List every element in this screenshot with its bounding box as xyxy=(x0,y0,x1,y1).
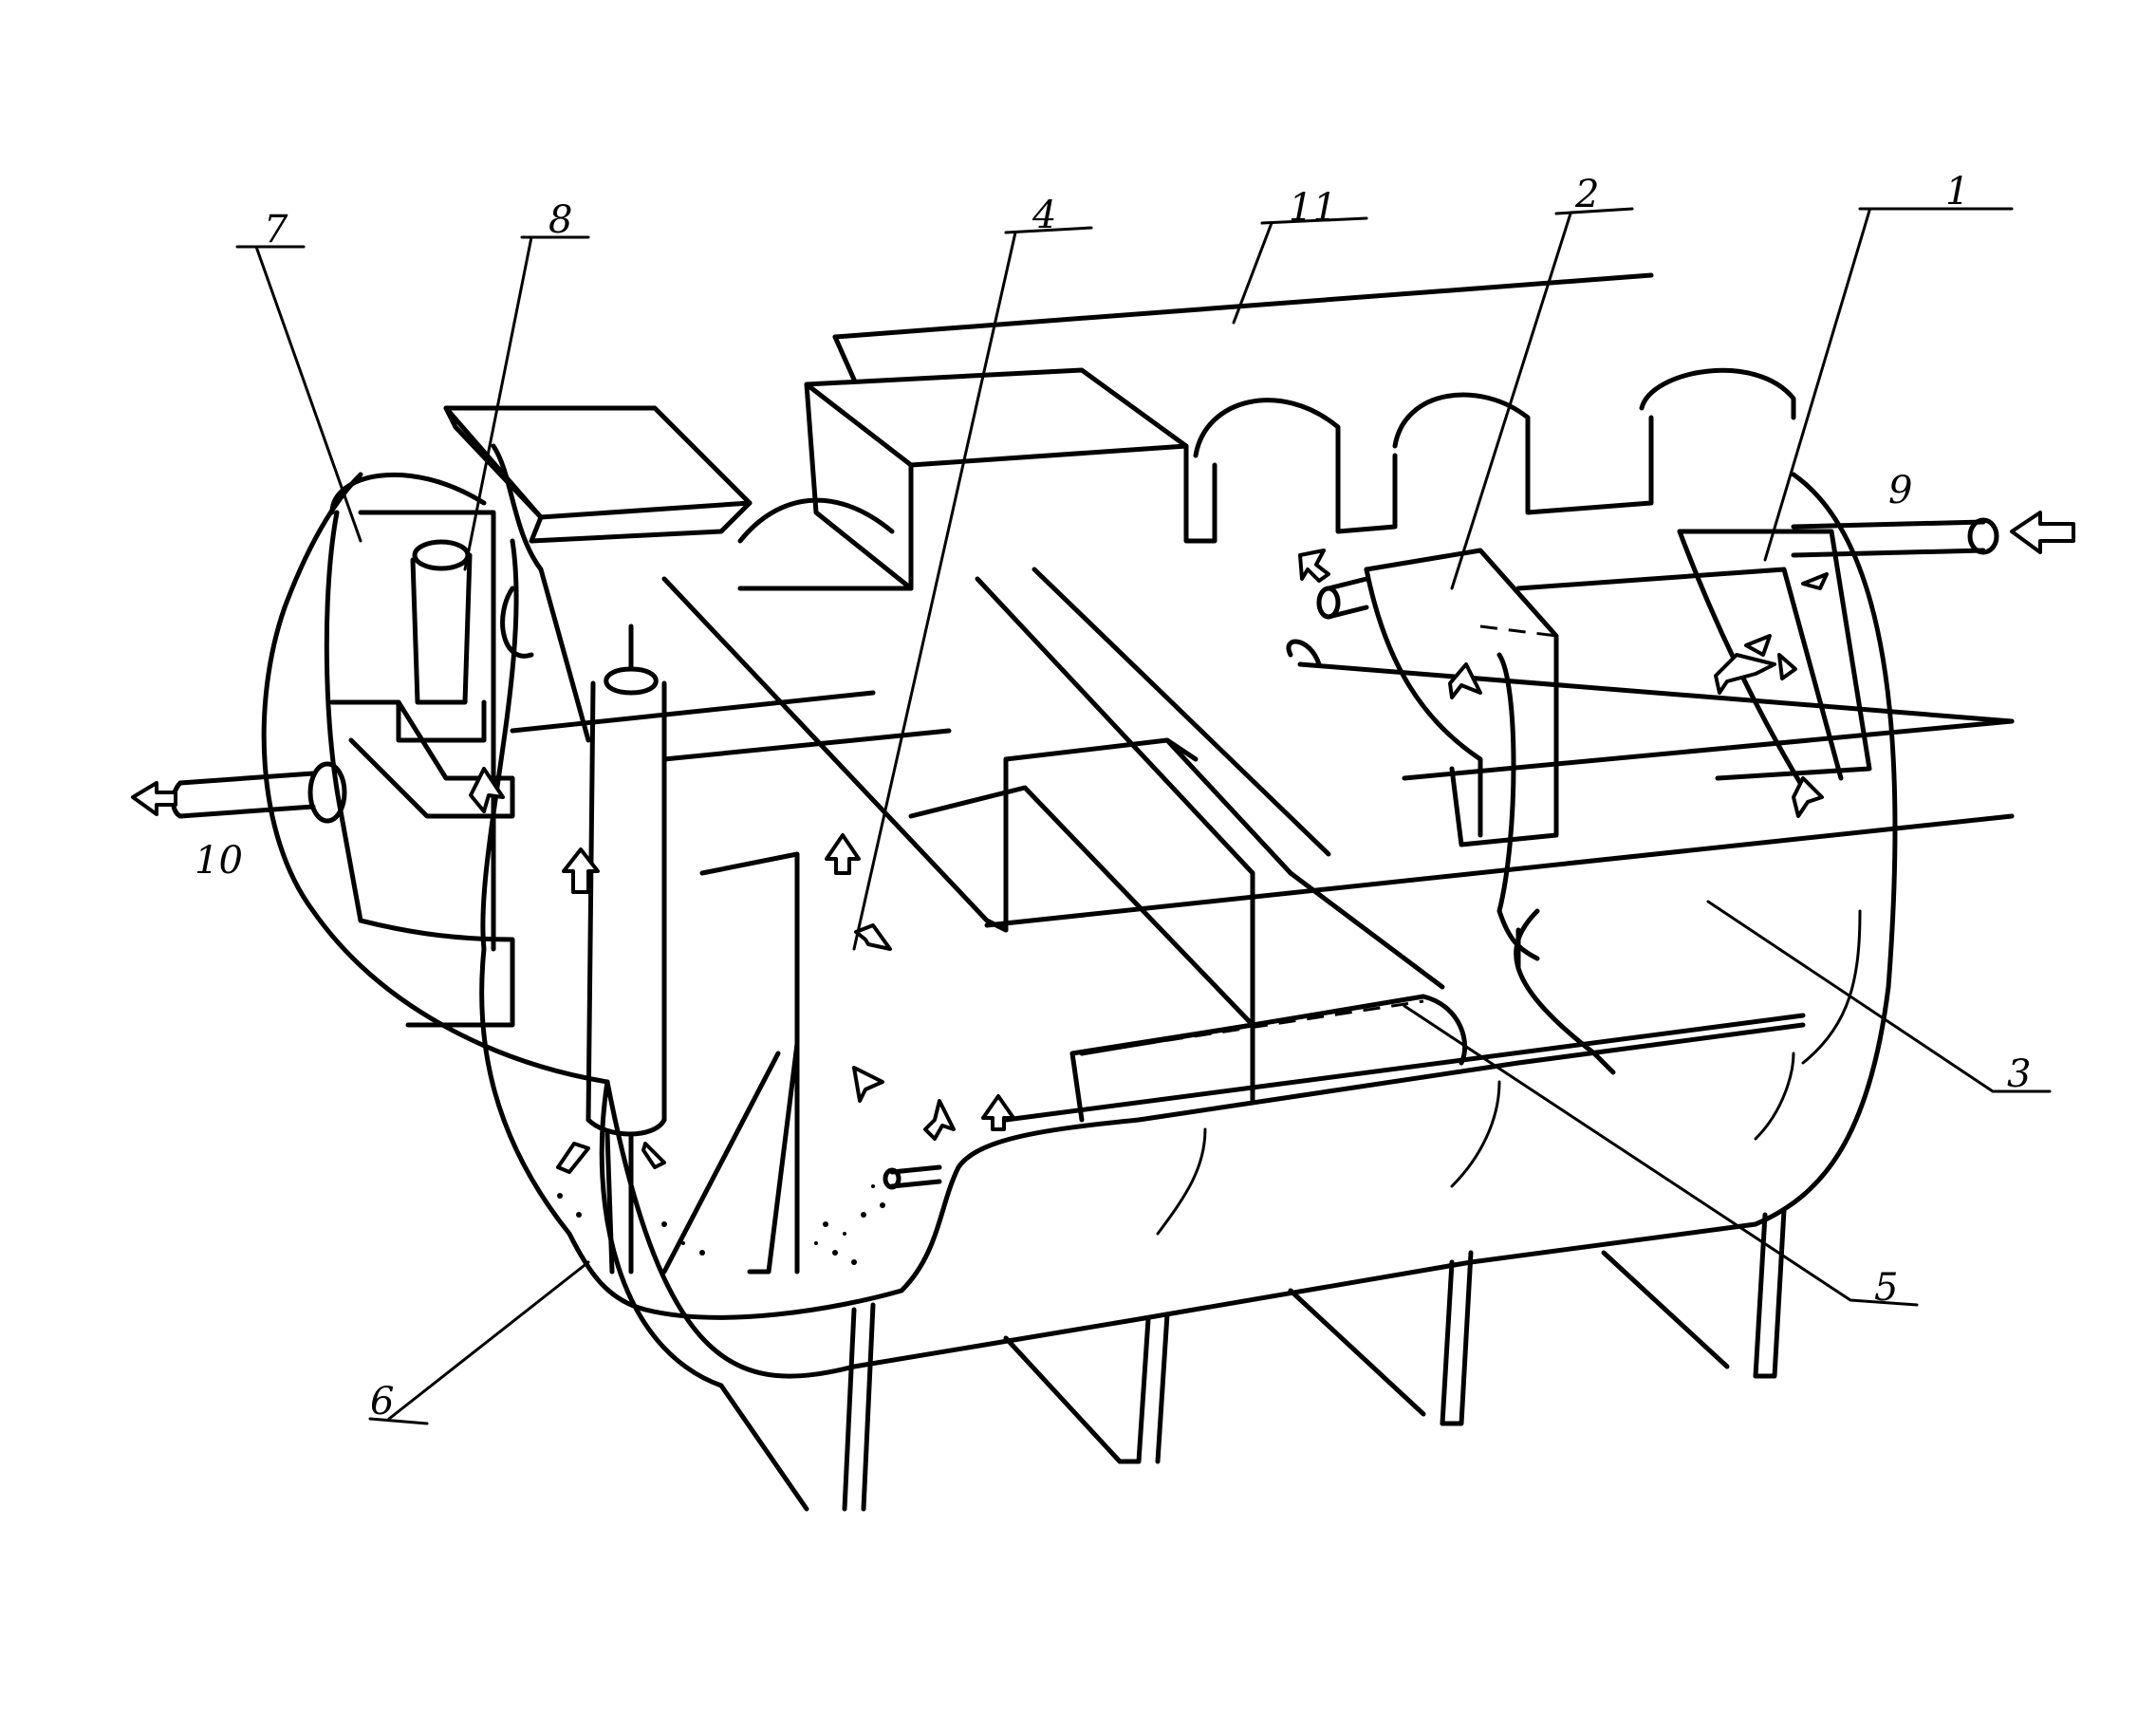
label-7: 7 xyxy=(264,208,288,251)
label-5: 5 xyxy=(1874,1266,1898,1310)
label-6: 6 xyxy=(370,1380,394,1424)
flow-arrows xyxy=(131,511,2075,1174)
label-11: 11 xyxy=(1289,186,1337,230)
up-arrow-icon xyxy=(825,833,861,875)
tank-body xyxy=(261,472,1898,1388)
up-arrow-icon xyxy=(562,847,600,894)
part-labels: 7 8 4 11 2 1 9 10 3 5 6 xyxy=(195,170,2031,1424)
label-1: 1 xyxy=(1945,170,1969,214)
internals xyxy=(171,517,2015,1275)
inlet-arrow-icon xyxy=(2010,511,2075,554)
sediment xyxy=(557,1184,885,1265)
label-8: 8 xyxy=(548,198,572,242)
tank-top xyxy=(329,272,1796,743)
supports xyxy=(718,909,1862,1512)
label-10: 10 xyxy=(195,839,243,883)
label-9: 9 xyxy=(1888,469,1912,512)
outlet-arrow-icon xyxy=(131,781,177,816)
label-3: 3 xyxy=(2007,1052,2031,1096)
leader-lines xyxy=(235,207,2052,1425)
label-2: 2 xyxy=(1574,173,1599,216)
label-4: 4 xyxy=(1032,194,1056,237)
